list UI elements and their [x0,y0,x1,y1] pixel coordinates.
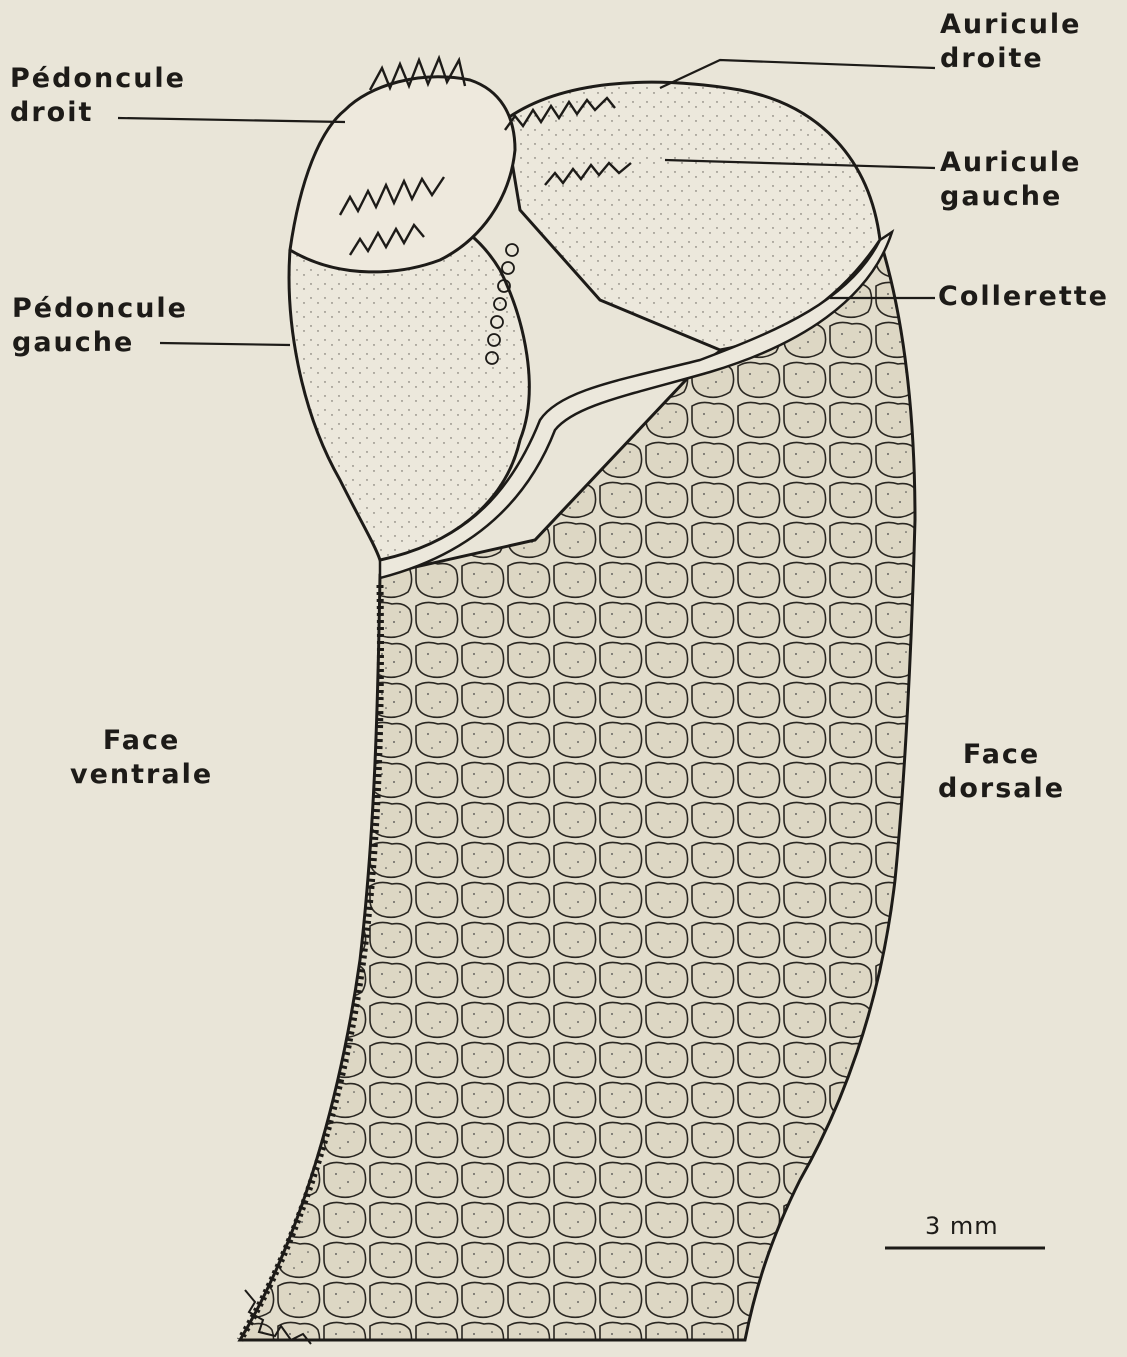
label-pedoncule-droit-line1: Pédoncule [10,62,186,96]
label-pedoncule-droit-line2: droit [10,96,186,130]
label-pedoncule-gauche: Pédoncule gauche [12,292,188,360]
label-collerette-text: Collerette [938,280,1109,314]
label-auricule-gauche: Auricule gauche [940,146,1081,214]
label-auricule-droite-line2: droite [940,42,1081,76]
label-auricule-gauche-line2: gauche [940,180,1081,214]
label-pedoncule-gauche-line2: gauche [12,326,188,360]
label-face-ventrale: Face ventrale [70,724,213,792]
label-collerette: Collerette [938,280,1109,314]
label-auricule-gauche-line1: Auricule [940,146,1081,180]
label-face-dorsale-line1: Face [938,738,1065,772]
label-face-ventrale-line1: Face [70,724,213,758]
scale-bar-label: 3 mm [925,1212,999,1240]
label-pedoncule-gauche-line1: Pédoncule [12,292,188,326]
label-face-dorsale-line2: dorsale [938,772,1065,806]
label-face-dorsale: Face dorsale [938,738,1065,806]
label-auricule-droite-line1: Auricule [940,8,1081,42]
label-pedoncule-droit: Pédoncule droit [10,62,186,130]
label-auricule-droite: Auricule droite [940,8,1081,76]
label-face-ventrale-line2: ventrale [70,758,213,792]
